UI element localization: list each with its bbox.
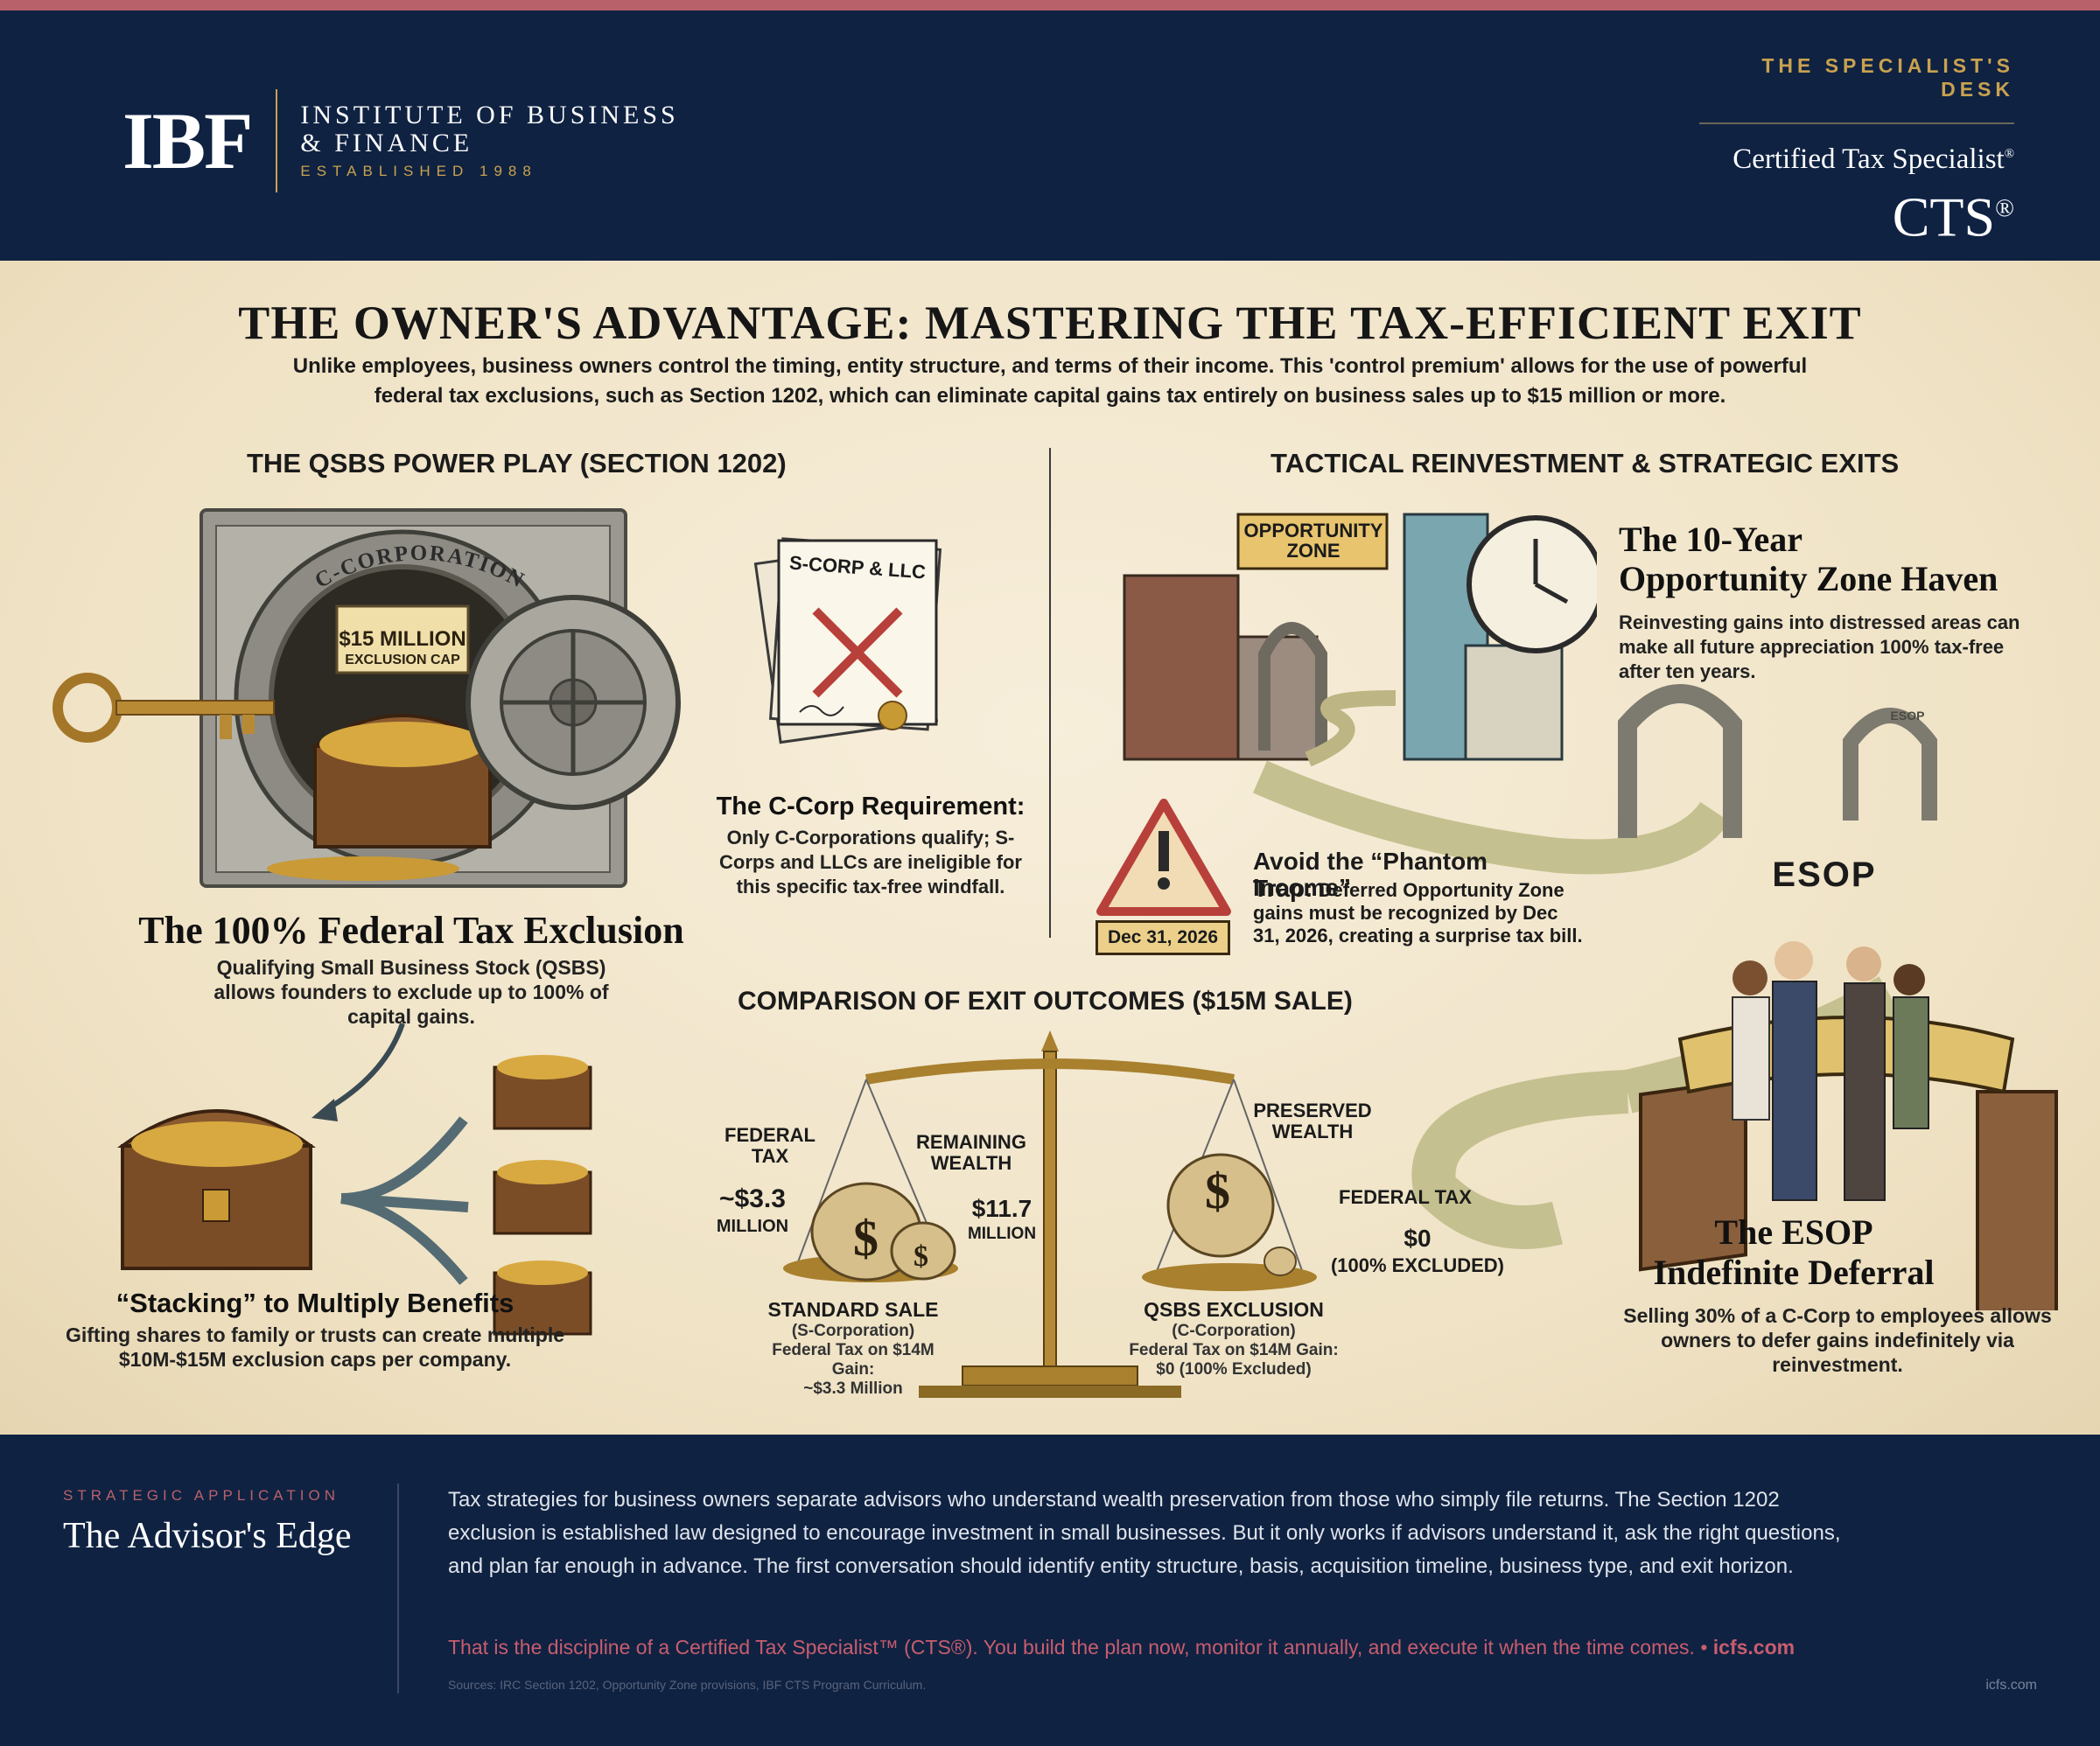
logo-established: ESTABLISHED 1988 — [300, 163, 537, 179]
handshake-people-illustration — [1732, 941, 1929, 1201]
warning-icon — [1096, 799, 1231, 916]
top-accent-stripe — [0, 0, 2100, 10]
ccorp-requirement-title: The C-Corp Requirement: — [716, 793, 1026, 821]
qsbs-section-heading: THE QSBS POWER PLAY (SECTION 1202) — [247, 448, 787, 478]
footer-cta-text: That is the discipline of a Certified Ta… — [448, 1636, 1708, 1659]
oz-title: The 10-Year Opportunity Zone Haven — [1619, 520, 2074, 598]
esop-banner: ESOP — [1772, 856, 1877, 894]
specialist-desk: THE SPECIALIST'S DESK Certified Tax Spec… — [1699, 54, 2014, 248]
logo-line-1: INSTITUTE OF BUSINESS — [300, 101, 679, 129]
standard-sale-line-1: Federal Tax on $14M Gain: — [772, 1341, 934, 1379]
trap-date-badge: Dec 31, 2026 — [1096, 920, 1230, 955]
esop-title-line-2: Indefinite Deferral — [1653, 1253, 1935, 1292]
small-bag-dollar-icon: $ — [914, 1240, 928, 1273]
scorp-document-illustration — [753, 537, 942, 744]
footer-cta-link[interactable]: icfs.com — [1712, 1636, 1796, 1659]
reinvestment-section-heading: TACTICAL REINVESTMENT & STRATEGIC EXITS — [1270, 448, 1900, 478]
exclusion-body: Qualifying Small Business Stock (QSBS) a… — [214, 956, 609, 1028]
credential-title: Certified Tax Specialist® — [1732, 143, 2014, 175]
ibf-logo[interactable]: IBF INSTITUTE OF BUSINESS & FINANCE ESTA… — [122, 89, 679, 192]
right-tax-value: $0 — [1404, 1225, 1432, 1252]
footer-title: The Advisor's Edge — [63, 1516, 352, 1556]
right-tax-label: FEDERAL TAX — [1339, 1186, 1472, 1208]
standard-sale-line-2: ~$3.3 Million — [803, 1379, 903, 1398]
standard-sale-caption: STANDARD SALE (S-Corporation) Federal Ta… — [752, 1298, 954, 1399]
main-infographic: THE OWNER'S ADVANTAGE: MASTERING THE TAX… — [0, 261, 2100, 1435]
qsbs-exclusion-caption: QSBS EXCLUSION (C-Corporation) Federal T… — [1120, 1298, 1348, 1379]
balance-scale-illustration — [783, 1030, 1317, 1398]
vault-sign-line-1: $15 MILLION — [339, 627, 466, 651]
vault-key-illustration — [52, 508, 681, 888]
footer-divider — [397, 1484, 399, 1694]
qsbs-exclusion-line-2: $0 (100% Excluded) — [1156, 1360, 1312, 1379]
footer-url-link[interactable]: icfs.com — [1985, 1678, 2037, 1693]
intro-text: Unlike employees, business owners contro… — [292, 354, 1808, 408]
opportunity-zone-illustration — [1123, 513, 1597, 767]
vault-sign-line-2: EXCLUSION CAP — [345, 653, 460, 667]
logo-line-2: & FINANCE — [300, 129, 473, 157]
oz-title-line-2: Opportunity Zone Haven — [1619, 559, 1998, 598]
stacking-title: “Stacking” to Multiply Benefits — [116, 1288, 514, 1318]
vault-arc-label: C-CORPORATION — [312, 541, 529, 593]
oz-body: Reinvesting gains into distressed areas … — [1619, 611, 2020, 682]
comparison-heading: COMPARISON OF EXIT OUTCOMES ($15M SALE) — [738, 987, 1353, 1016]
footer-cta: That is the discipline of a Certified Ta… — [448, 1636, 1795, 1659]
esop-body: Selling 30% of a C-Corp to employees all… — [1623, 1304, 2052, 1376]
arch-inscription: ESOP — [1890, 709, 1925, 723]
qsbs-exclusion-sub: (C-Corporation) — [1172, 1322, 1296, 1340]
right-tax-note: (100% EXCLUDED) — [1330, 1254, 1505, 1276]
logo-text: INSTITUTE OF BUSINESS & FINANCE ESTABLIS… — [300, 101, 678, 180]
logo-divider — [276, 89, 278, 192]
footer-body: Tax strategies for business owners separ… — [448, 1488, 1841, 1578]
stacking-chests-illustration — [116, 1023, 592, 1336]
right-bag-dollar-icon: $ — [1205, 1163, 1230, 1219]
trap-body-text: Deferred Opportunity Zone gains must be … — [1253, 879, 1583, 946]
esop-title-line-1: The ESOP — [1714, 1212, 1873, 1252]
section-divider — [1049, 448, 1051, 938]
esop-title: The ESOP Indefinite Deferral — [1575, 1212, 2012, 1293]
oz-title-line-1: The 10-Year — [1619, 520, 1802, 559]
left-bag-dollar-icon: $ — [853, 1210, 878, 1267]
svg-text:C-CORPORATION: C-CORPORATION — [312, 541, 529, 593]
standard-sale-title: STANDARD SALE — [767, 1298, 939, 1321]
ccorp-requirement-body: Only C-Corporations qualify; S-Corps and… — [719, 827, 1022, 897]
qsbs-exclusion-title: QSBS EXCLUSION — [1144, 1298, 1324, 1321]
specialist-kicker: THE SPECIALIST'S DESK — [1699, 54, 2014, 124]
stacking-body: Gifting shares to family or trusts can c… — [65, 1323, 565, 1371]
exclusion-title: The 100% Federal Tax Exclusion — [138, 909, 684, 952]
cts-mark: CTS® — [1892, 185, 2014, 248]
trap-body: Trap: Deferred Opportunity Zone gains mu… — [1253, 875, 1586, 947]
trap-title: Avoid the “Phantom Income” — [1253, 848, 1488, 901]
trap-lead: Trap: — [1253, 875, 1313, 902]
header: IBF INSTITUTE OF BUSINESS & FINANCE ESTA… — [0, 10, 2100, 261]
page-title: THE OWNER'S ADVANTAGE: MASTERING THE TAX… — [238, 297, 1862, 349]
footer: STRATEGIC APPLICATION The Advisor's Edge… — [0, 1435, 2100, 1746]
footer-sources: Sources: IRC Section 1202, Opportunity Z… — [448, 1678, 927, 1692]
standard-sale-sub: (S-Corporation) — [791, 1322, 915, 1340]
footer-kicker: STRATEGIC APPLICATION — [63, 1487, 340, 1504]
logo-mark: IBF — [122, 96, 253, 185]
qsbs-exclusion-line-1: Federal Tax on $14M Gain: — [1129, 1341, 1339, 1359]
